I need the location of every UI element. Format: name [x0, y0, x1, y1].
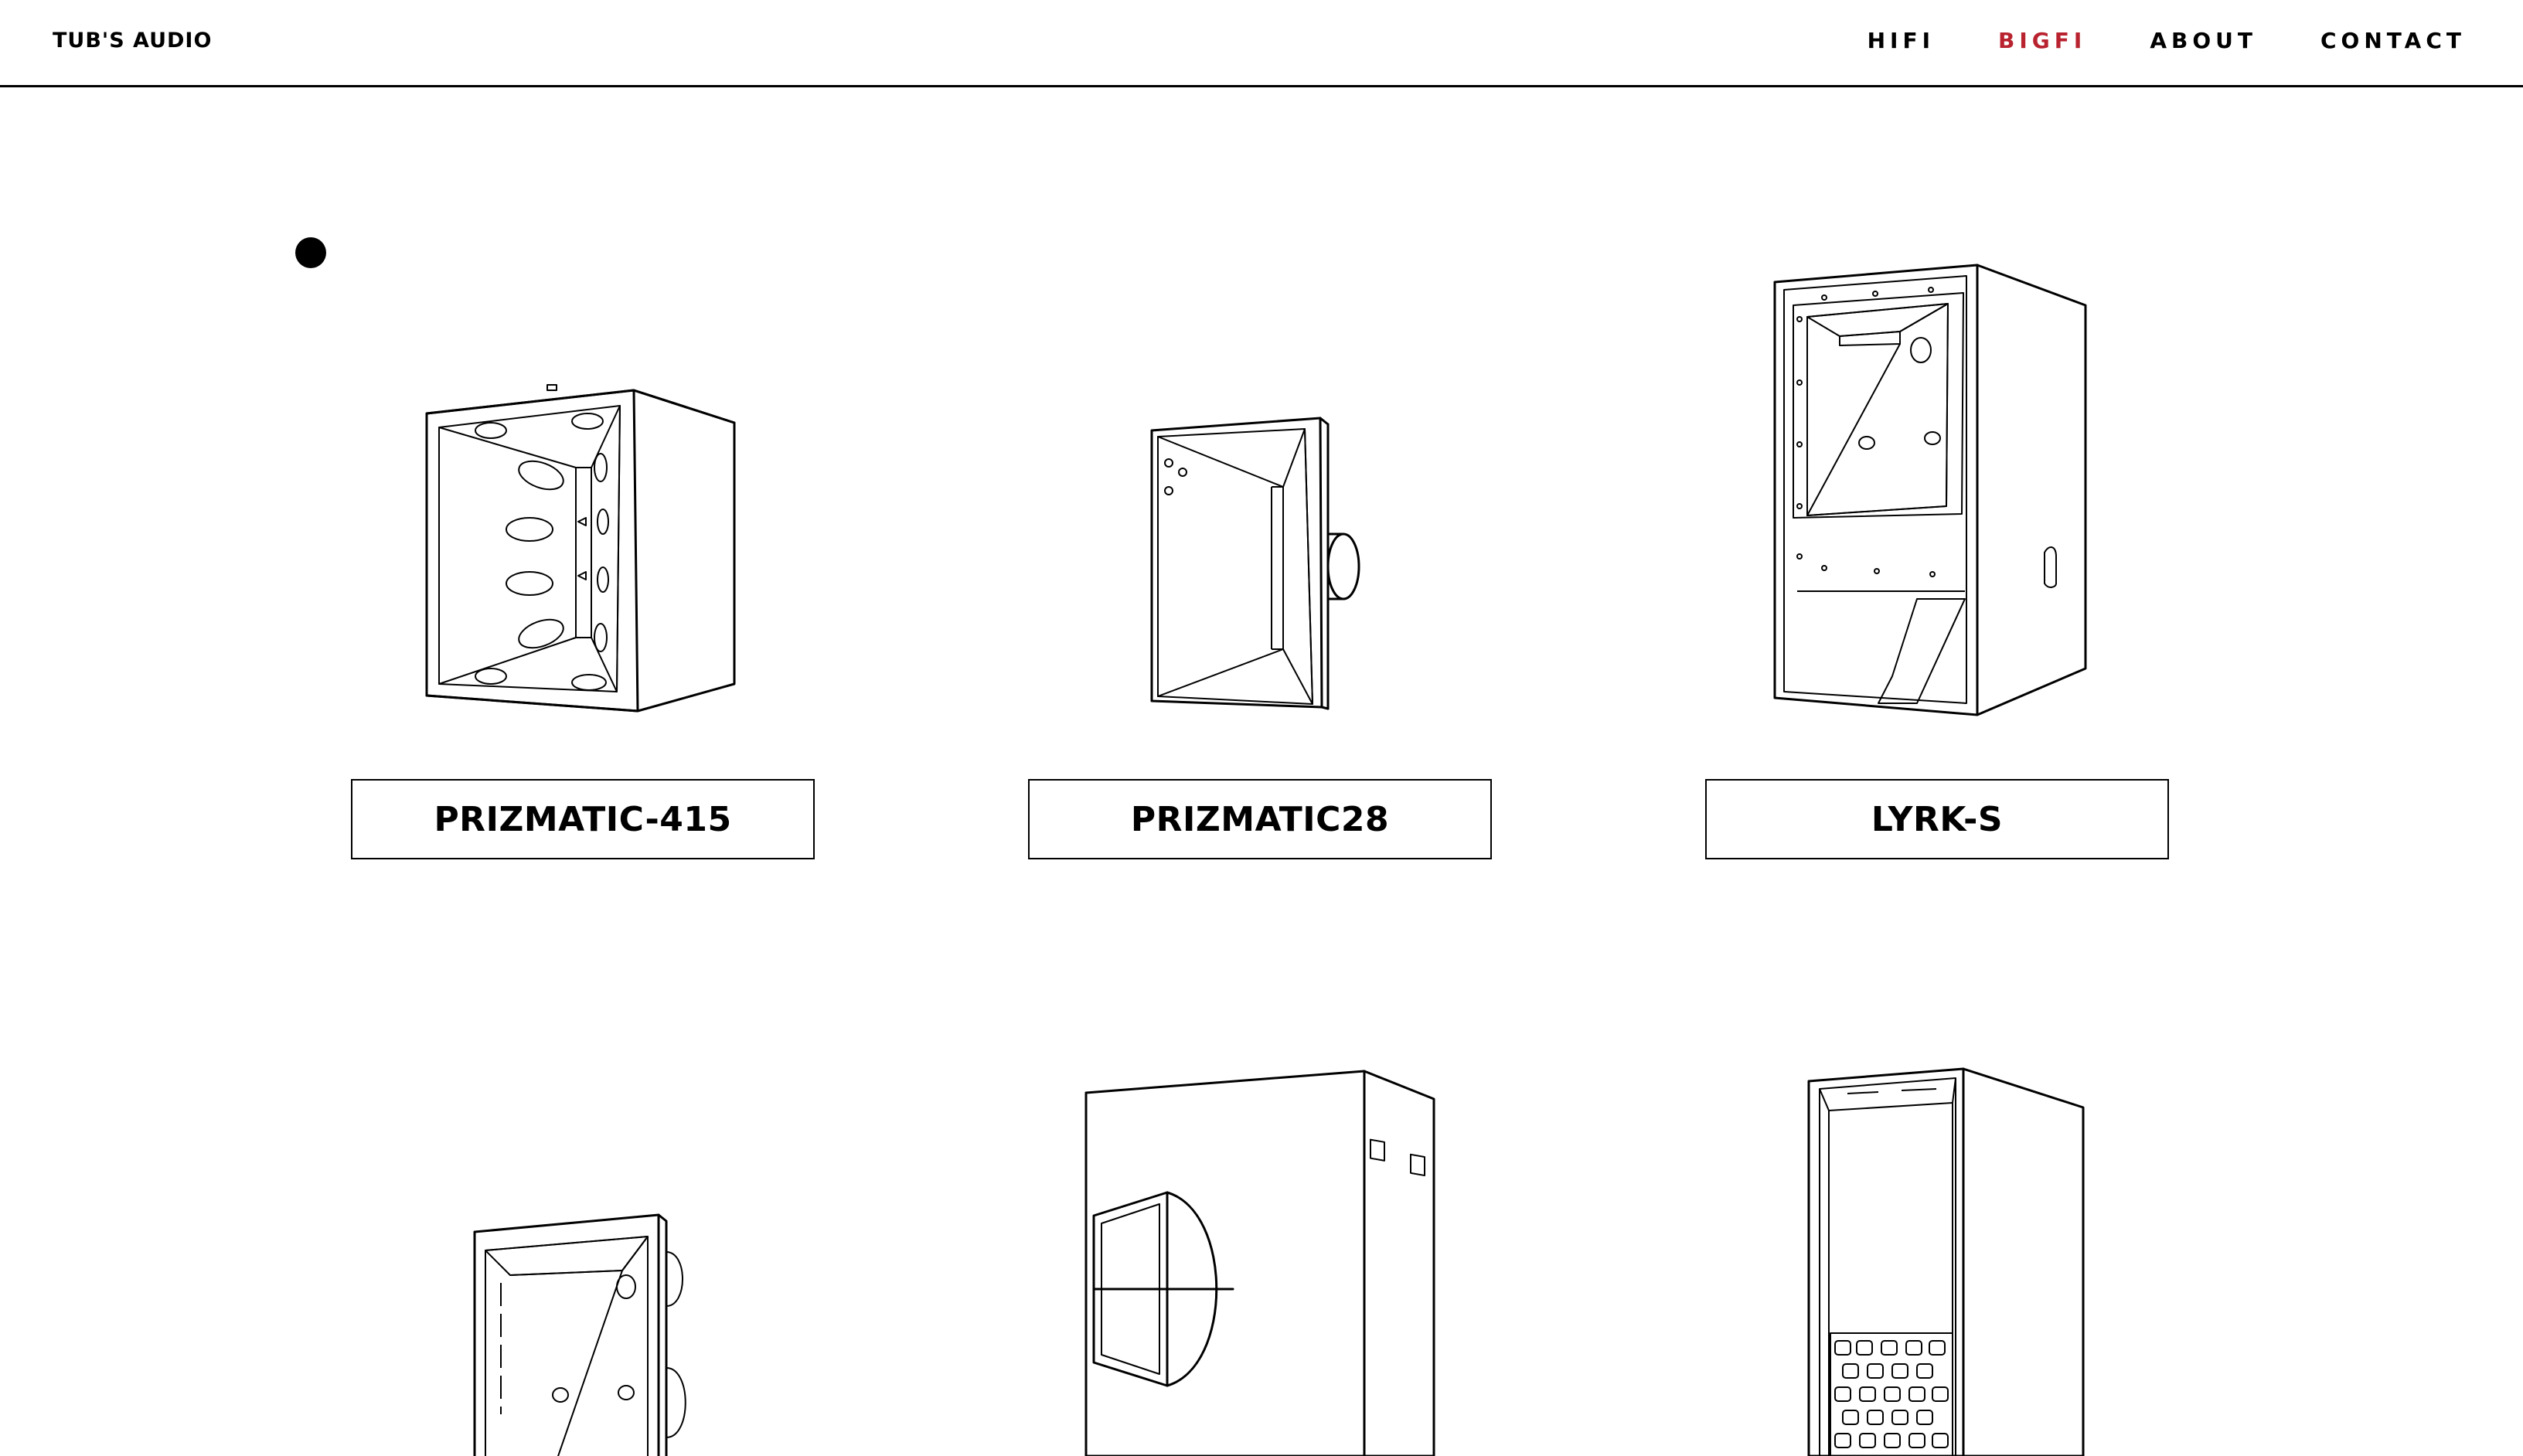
- product-button-prizmatic-415[interactable]: PRIZMATIC-415: [351, 779, 815, 859]
- nav-about[interactable]: ABOUT: [2150, 28, 2257, 53]
- brand-logo[interactable]: TUB'S AUDIO: [53, 29, 213, 53]
- product-image-row2-left[interactable]: [464, 1206, 696, 1456]
- cursor-dot: [295, 237, 326, 268]
- nav-contact[interactable]: CONTACT: [2320, 28, 2466, 53]
- product-image-prizmatic28[interactable]: [1144, 413, 1376, 723]
- site-header: TUB'S AUDIO HIFI BIGFI ABOUT CONTACT: [0, 0, 2523, 87]
- product-image-lyrk-s[interactable]: [1762, 259, 2095, 723]
- nav-hifi[interactable]: HIFI: [1867, 28, 1936, 53]
- nav-bigfi[interactable]: BIGFI: [1998, 28, 2087, 53]
- product-image-row2-middle[interactable]: [1078, 1065, 1442, 1456]
- main-nav: HIFI BIGFI ABOUT CONTACT: [1868, 28, 2466, 54]
- product-image-row2-right[interactable]: [1801, 1063, 2087, 1456]
- product-button-prizmatic28[interactable]: PRIZMATIC28: [1028, 779, 1492, 859]
- product-image-prizmatic-415[interactable]: [417, 383, 742, 723]
- product-button-lyrk-s[interactable]: LYRK-S: [1705, 779, 2169, 859]
